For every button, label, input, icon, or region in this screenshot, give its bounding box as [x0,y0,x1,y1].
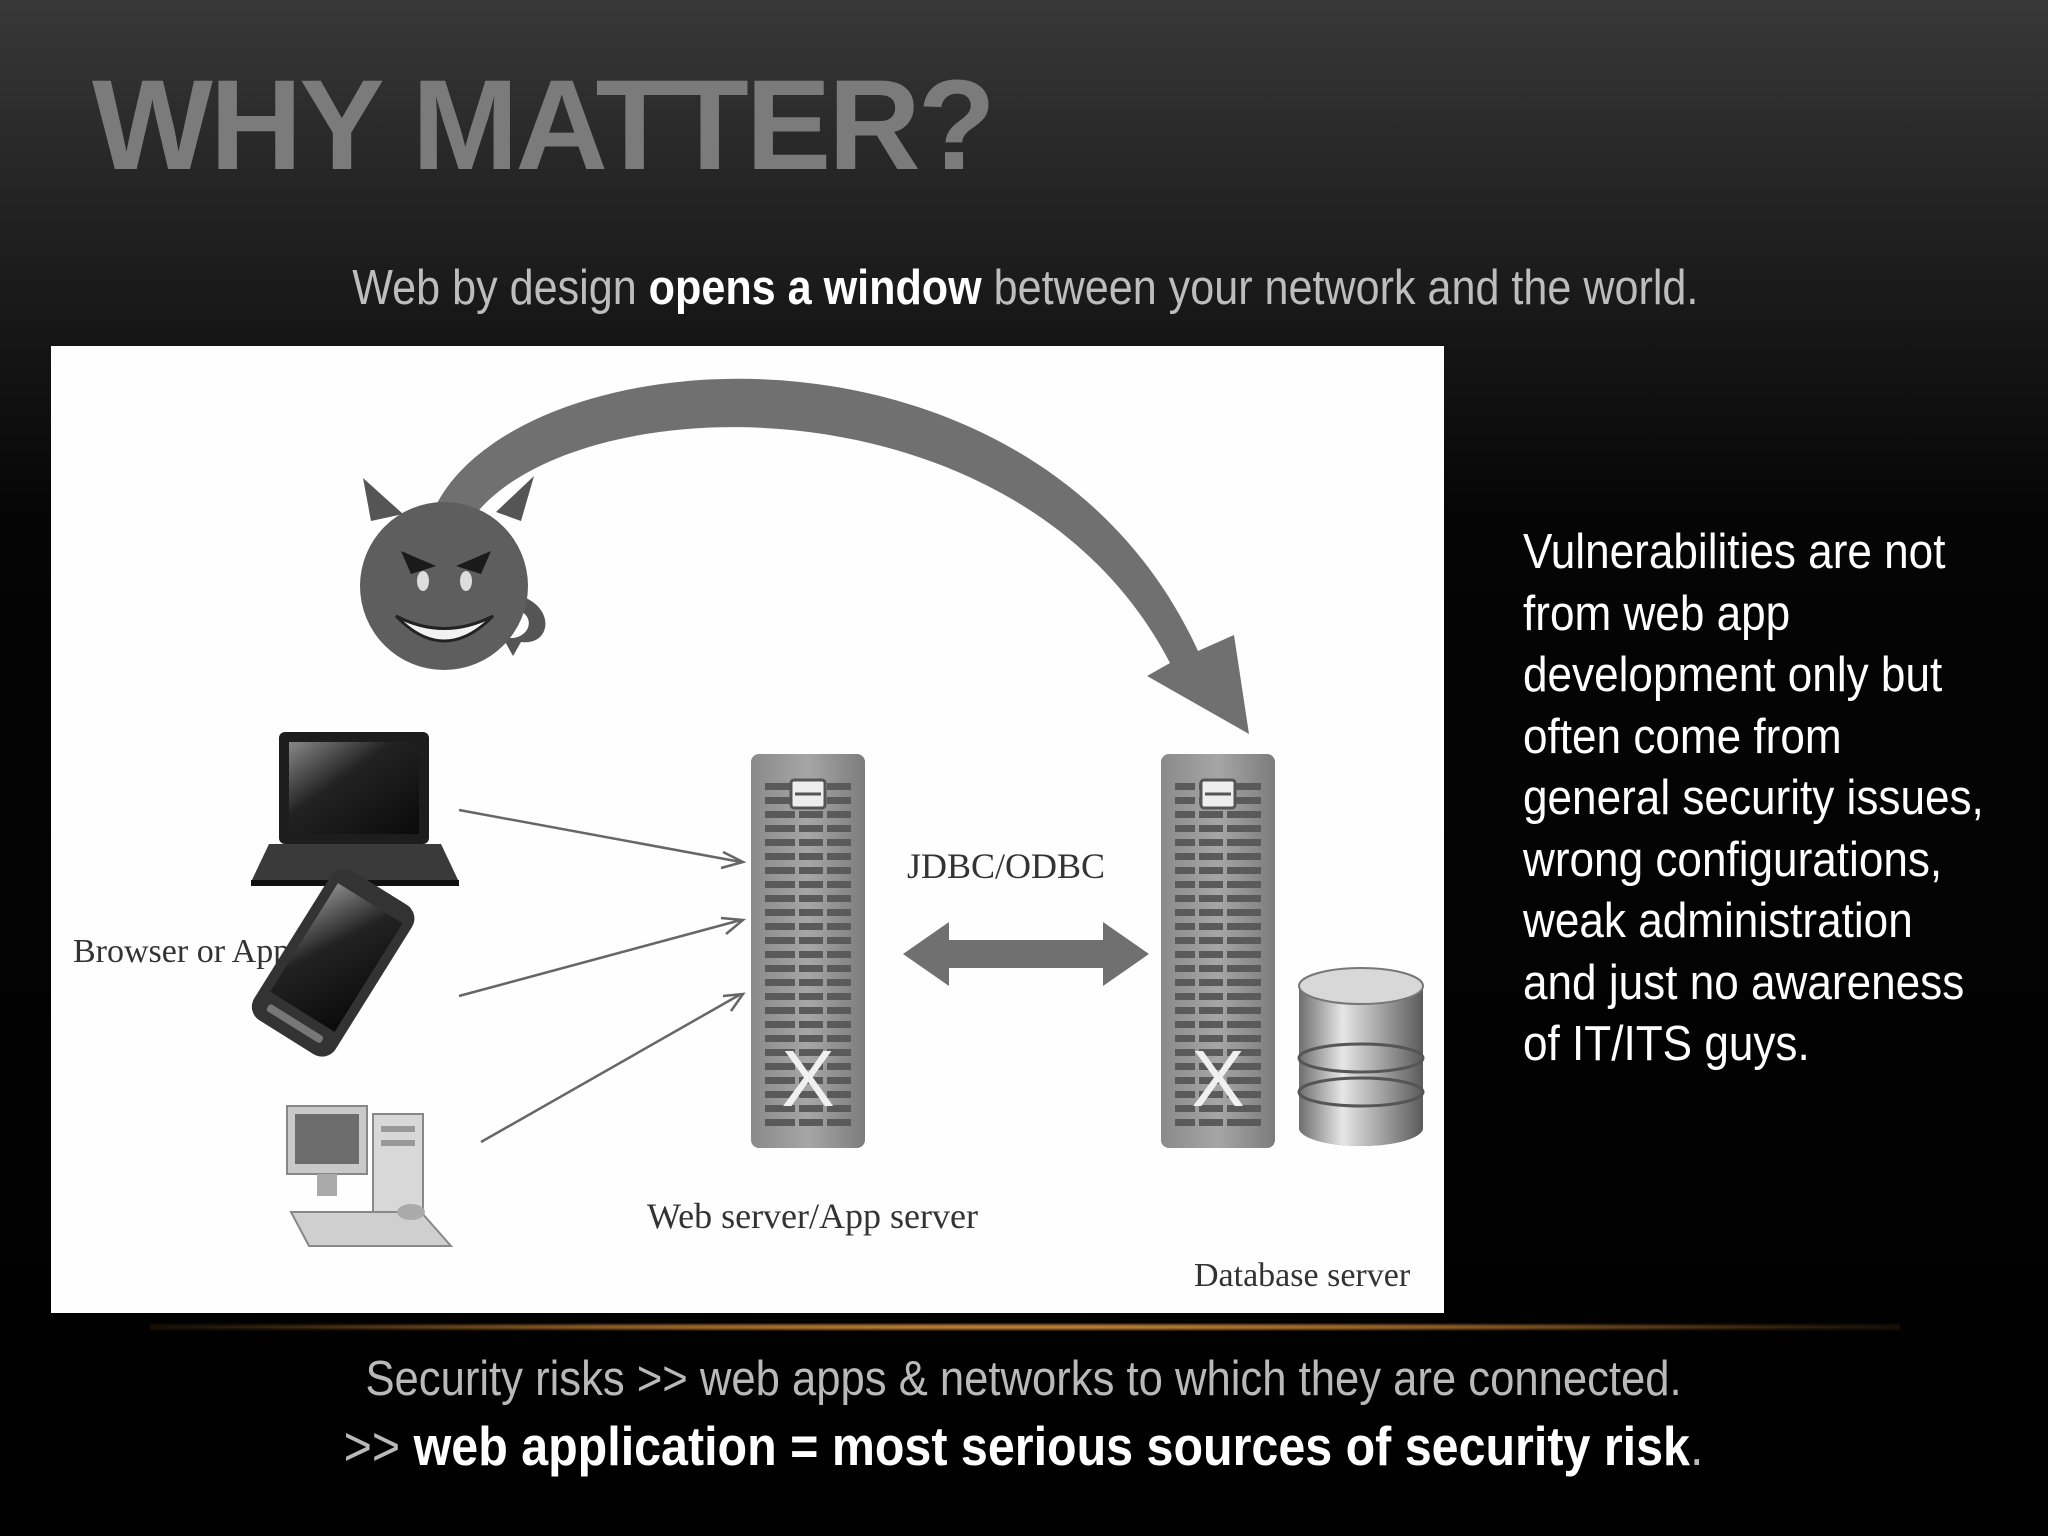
attack-arrow-icon [429,378,1249,734]
label-browser-or-app: Browser or App [73,933,290,970]
security-risks-line: Security risks >> web apps & networks to… [365,1352,1682,1406]
conclusion-prefix: >> [343,1415,414,1477]
label-web-server: Web server/App server [647,1196,978,1236]
database-server-icon: X [1161,754,1275,1148]
slide-title: WHY MATTER? [92,54,996,197]
web-server-icon: X [751,754,865,1148]
double-arrow-icon [903,922,1149,986]
conclusion-suffix: . [1689,1415,1704,1477]
label-jdbc-odbc: JDBC/ODBC [907,846,1105,886]
devil-icon [360,476,546,670]
database-cylinder-icon [1297,967,1425,1146]
laptop-icon [251,732,459,886]
smartphone-icon [251,868,415,1057]
slide-subtitle: Web by design opens a window between you… [124,260,1926,316]
divider-line [150,1323,1900,1331]
vulnerabilities-text: Vulnerabilities are not from web app dev… [1523,525,1984,1071]
subtitle-emphasis: opens a window [648,261,982,315]
architecture-diagram: X X [51,346,1444,1313]
web-server-mark: X [781,1034,834,1123]
conclusion-line: >> web application = most serious source… [122,1414,1924,1478]
label-database-server: Database server [1194,1257,1411,1294]
desktop-computer-icon [286,1105,454,1247]
database-server-mark: X [1191,1034,1244,1123]
conclusion-emphasis: web application = most serious sources o… [413,1415,1690,1477]
subtitle-text-end: between your network and the world. [981,261,1699,315]
client-arrows [458,808,747,1144]
subtitle-text-start: Web by design [352,261,649,315]
